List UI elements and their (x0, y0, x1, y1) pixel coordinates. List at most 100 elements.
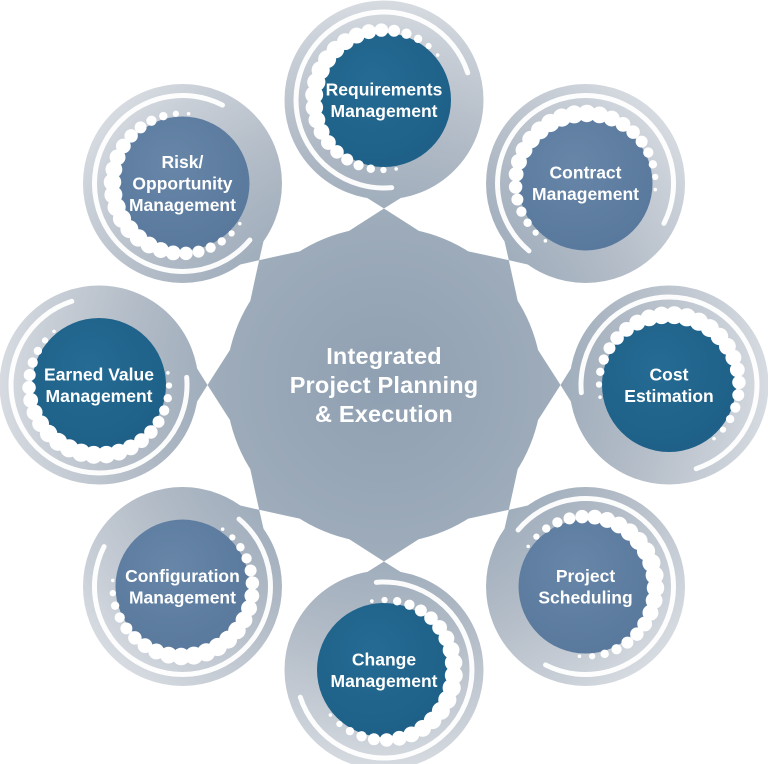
suction-dot (394, 167, 398, 171)
node-label-line: Management (532, 184, 639, 204)
suction-dot (105, 161, 123, 178)
suction-dot (432, 620, 448, 635)
suction-dot (305, 85, 324, 104)
suction-dot (619, 321, 634, 337)
suction-dot (532, 229, 539, 236)
suction-dot (134, 433, 149, 449)
suction-dot (241, 600, 257, 617)
suction-dot (120, 622, 133, 635)
suction-dot (217, 237, 226, 246)
suction-dot (621, 636, 634, 649)
tentacle-curl (82, 83, 282, 283)
suction-dot (228, 230, 235, 237)
dot-ring (526, 509, 665, 660)
node-label-line: Management (331, 101, 438, 121)
suction-dot (245, 576, 260, 590)
suction-dot (192, 245, 205, 258)
suction-dot (725, 414, 735, 424)
suction-dot (645, 592, 663, 609)
suction-dot (341, 153, 354, 166)
suction-dot (114, 612, 125, 623)
suction-dot (361, 24, 377, 40)
suction-dot (444, 666, 463, 685)
suction-dot (729, 362, 745, 378)
suction-dot (578, 104, 596, 123)
suction-dot (577, 654, 582, 659)
node-circle-project-scheduling (518, 519, 653, 654)
suction-dot (719, 426, 727, 433)
suction-dot (587, 509, 603, 525)
suction-dot (665, 306, 684, 325)
suction-dot (229, 534, 236, 541)
node-label-line: Project (556, 566, 615, 586)
suction-dot (511, 153, 527, 170)
suction-dot (413, 34, 423, 44)
tentacle-arm (437, 438, 591, 592)
suction-dot (370, 599, 374, 603)
suction-dot (152, 415, 165, 428)
suction-dot (508, 166, 524, 182)
suction-dot (238, 221, 242, 226)
suction-dot (27, 357, 38, 368)
suction-dot (166, 371, 170, 375)
tentacle-arm (437, 178, 591, 332)
suction-dot (596, 367, 605, 376)
suction-dot (646, 579, 665, 597)
node-label-line: Estimation (624, 386, 713, 406)
node-label-line: Management (46, 386, 153, 406)
suction-dot (23, 392, 39, 408)
node-label-line: Cost (650, 364, 689, 384)
tentacle-curl (486, 487, 686, 687)
suction-dot (366, 164, 375, 173)
curl-gap-arc (8, 298, 190, 476)
suction-dot (648, 160, 658, 169)
suction-dot (610, 331, 624, 345)
node-label-line: Change (352, 649, 416, 669)
suction-dot (353, 160, 364, 171)
tentacle-curl (569, 285, 768, 485)
suction-dot (611, 644, 622, 655)
suction-dot (52, 329, 56, 334)
suction-dot (643, 147, 654, 158)
node-label-line: Configuration (125, 566, 240, 586)
suction-dot (552, 517, 563, 528)
suction-dot (244, 564, 257, 577)
dot-ring (103, 110, 242, 261)
hub-title-line: Integrated (326, 343, 442, 369)
suction-dot (320, 135, 336, 150)
tentacle-arm (177, 438, 331, 592)
suction-dot (599, 512, 616, 528)
curl-gap-arc (293, 9, 471, 191)
suction-dot (712, 436, 716, 441)
suction-dot (523, 218, 532, 227)
suction-dot (205, 242, 216, 253)
suction-dot (730, 402, 741, 413)
suction-dot (22, 380, 36, 395)
curl-gap-arc (297, 579, 475, 761)
node-label-line: Scheduling (538, 587, 632, 607)
suction-dot (393, 597, 402, 606)
tentacle-curl (486, 83, 686, 283)
suction-dot (600, 649, 609, 659)
suction-dot (516, 206, 527, 217)
suction-dot (336, 720, 343, 728)
suction-dot (109, 590, 116, 597)
suction-dot (41, 337, 49, 344)
dot-ring (328, 596, 463, 747)
curl-gap-arc (92, 516, 273, 678)
suction-dot (165, 245, 181, 261)
suction-dot (424, 611, 438, 625)
